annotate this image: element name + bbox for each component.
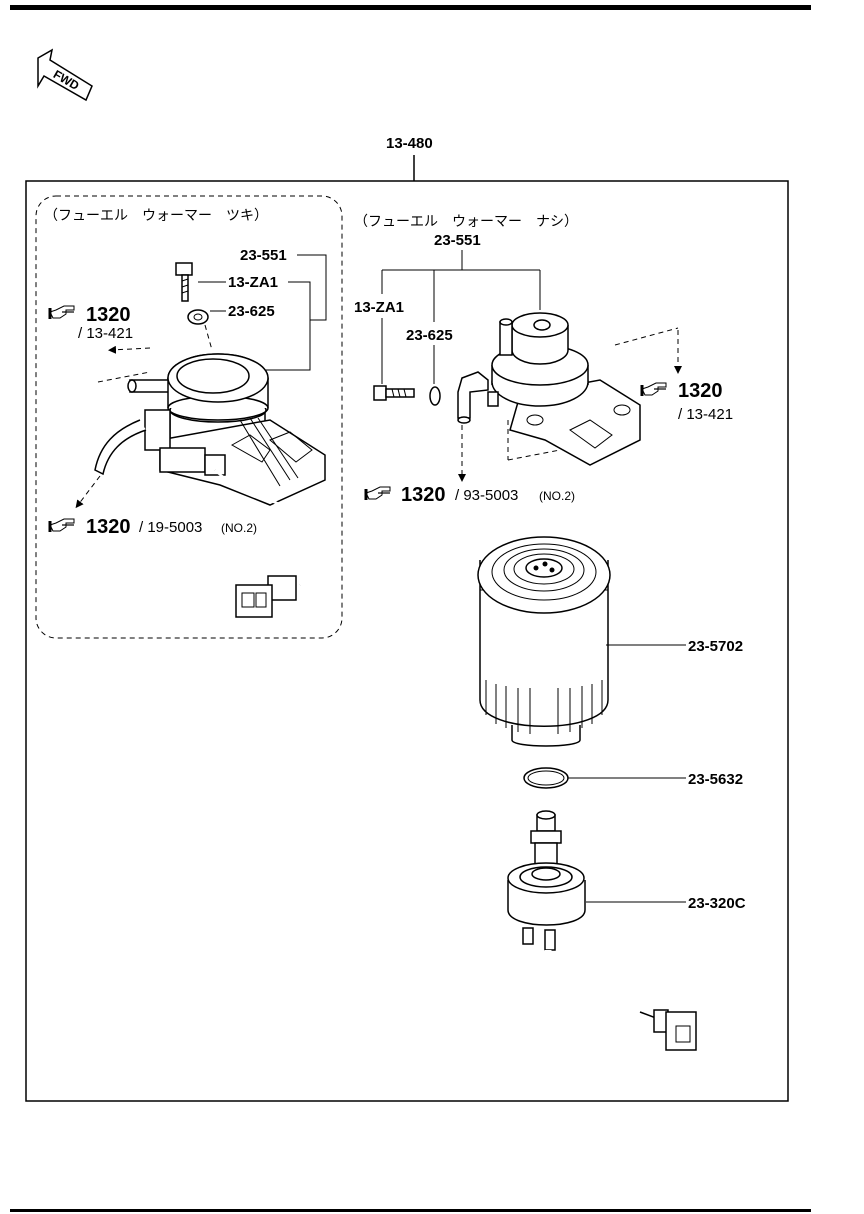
right-ref-bottom-code: 1320 [401, 484, 446, 506]
left-bolt [175, 262, 193, 302]
pointing-hand-icon [364, 485, 392, 502]
left-label-13-za1: 13-ZA1 [228, 274, 278, 291]
left-filter-head [94, 353, 333, 618]
assembly-label: 13-480 [386, 135, 433, 152]
right-label-23-551: 23-551 [434, 232, 481, 249]
right-label-23-625: 23-625 [406, 327, 453, 344]
left-ref-bottom-note: (NO.2) [221, 521, 257, 535]
right-ref-side-sub: / 13-421 [678, 406, 733, 423]
label-23-5632: 23-5632 [688, 771, 743, 788]
pointing-hand-icon [48, 304, 76, 321]
right-label-13-za1: 13-ZA1 [354, 299, 404, 316]
label-23-320c: 23-320C [688, 895, 746, 912]
right-ref-side-code: 1320 [678, 380, 723, 402]
left-ref-bottom-sub: / 19-5003 [139, 519, 202, 536]
right-ref-bottom-sub: / 93-5003 [455, 487, 518, 504]
water-sensor [507, 810, 697, 1051]
pointing-hand-icon [48, 517, 76, 534]
pointing-hand-icon [640, 381, 668, 398]
right-ref-bottom-note: (NO.2) [539, 489, 575, 503]
right-group-heading: （フューエル ウォーマー ナシ） [354, 213, 578, 229]
left-group-heading: （フューエル ウォーマー ツキ） [44, 207, 268, 223]
left-ref-top-code: 1320 [86, 304, 131, 326]
bottom-rule [10, 1209, 811, 1212]
right-bolt [373, 385, 415, 401]
left-label-23-625: 23-625 [228, 303, 275, 320]
left-label-23-551: 23-551 [240, 247, 287, 264]
left-washer [187, 309, 209, 325]
filter-cartridge [477, 536, 611, 747]
label-23-5702: 23-5702 [688, 638, 743, 655]
assembly-frame [25, 180, 789, 1102]
top-rule [10, 5, 811, 10]
left-group-box [35, 195, 343, 639]
left-ref-bottom-code: 1320 [86, 516, 131, 538]
left-ref-top-sub: / 13-421 [78, 325, 133, 342]
fwd-arrow-icon: FWD [37, 48, 93, 102]
right-washer [429, 386, 441, 406]
right-filter-head [457, 312, 641, 466]
left-leader-23-551 [265, 254, 327, 371]
